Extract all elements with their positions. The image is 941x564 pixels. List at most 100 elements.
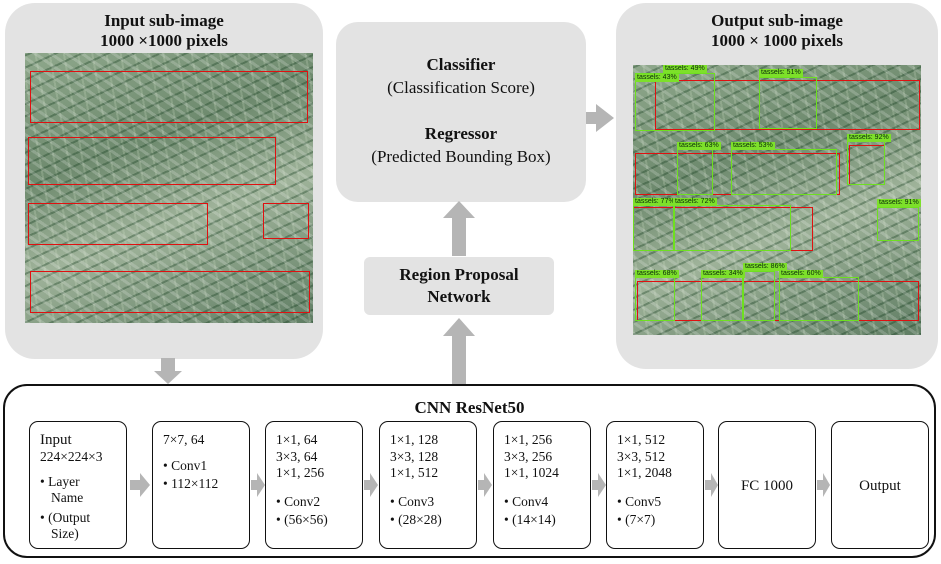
detection-label: tassels: 63%	[677, 142, 721, 150]
classifier-subtitle: (Classification Score)	[387, 78, 535, 97]
detection-box	[731, 149, 837, 195]
arrow-right-icon	[130, 473, 150, 497]
region-proposal-network-box: Region Proposal Network	[364, 257, 554, 315]
cnn-title: CNN ResNet50	[414, 398, 525, 417]
ground-truth-box	[28, 203, 208, 245]
conv2-kernel-2: 3×3, 64	[276, 448, 318, 464]
rpn-line1: Region Proposal	[399, 265, 519, 284]
legend-output-text: (Output	[48, 510, 91, 525]
conv5-kernel-2: 3×3, 512	[617, 448, 666, 464]
detection-label: tassels: 68%	[635, 270, 679, 278]
regressor-title: Regressor	[424, 124, 498, 143]
layer-conv5: 1×1, 512 3×3, 512 1×1, 2048 • Conv5 • (7…	[606, 421, 704, 549]
classifier-regressor-box: Classifier (Classification Score) Regres…	[336, 22, 586, 202]
arrow-right-icon	[364, 473, 378, 497]
bullet: •	[163, 476, 168, 491]
arrow-right-icon	[817, 473, 830, 497]
bullet: •	[276, 512, 281, 527]
conv5-size: (7×7)	[625, 512, 656, 527]
layer-output: Output	[831, 421, 929, 549]
rpn-line2: Network	[427, 287, 491, 306]
bullet: •	[40, 510, 45, 525]
legend-name-text: Name	[51, 490, 84, 505]
detection-label: tassels: 72%	[673, 198, 717, 206]
input-field-image	[25, 53, 313, 323]
conv2-size: (56×56)	[284, 512, 328, 527]
detection-box	[759, 77, 817, 129]
output-panel-title: Output sub-image 1000 × 1000 pixels	[616, 11, 938, 51]
bullet: •	[390, 494, 395, 509]
ground-truth-box	[30, 71, 308, 123]
conv3-size: (28×28)	[398, 512, 442, 527]
arrow-right-icon	[478, 473, 492, 497]
conv3-kernel-3: 1×1, 512	[390, 465, 439, 480]
fc-label: FC 1000	[740, 478, 794, 494]
detection-box	[877, 207, 919, 241]
input-title-line1: Input sub-image	[104, 11, 224, 30]
output-title-line1: Output sub-image	[711, 11, 843, 30]
conv4-size: (14×14)	[512, 512, 556, 527]
conv2-name: Conv2	[284, 494, 321, 509]
layer-conv2: 1×1, 64 3×3, 64 1×1, 256 • Conv2 • (56×5…	[265, 421, 363, 549]
conv5-kernel-1: 1×1, 512	[617, 432, 666, 447]
arrow-right-icon	[586, 104, 614, 132]
classifier-title: Classifier	[426, 55, 496, 74]
layer-conv3: 1×1, 128 3×3, 128 1×1, 512 • Conv3 • (28…	[379, 421, 477, 549]
bullet: •	[617, 494, 622, 509]
output-panel: Output sub-image 1000 × 1000 pixels tass…	[616, 3, 938, 369]
ground-truth-box	[637, 281, 919, 321]
conv2-kernel-1: 1×1, 64	[276, 432, 318, 447]
layer-conv4: 1×1, 256 3×3, 256 1×1, 1024 • Conv4 • (1…	[493, 421, 591, 549]
layer-input: Input 224×224×3 • Layer Name • (Output S…	[29, 421, 127, 549]
detection-label: tassels: 34%	[701, 270, 745, 278]
ground-truth-box	[263, 203, 309, 239]
bullet: •	[276, 494, 281, 509]
conv1-size: 112×112	[171, 476, 219, 491]
layer-input-size: 224×224×3	[40, 448, 103, 464]
layer-conv1: 7×7, 64 • Conv1 • 112×112	[152, 421, 250, 549]
regressor-subtitle: (Predicted Bounding Box)	[371, 147, 551, 166]
ground-truth-box	[655, 80, 920, 130]
detection-box	[673, 205, 791, 251]
ground-truth-box	[28, 137, 276, 185]
detection-label: tassels: 77%	[633, 198, 677, 206]
legend-size-text: Size)	[51, 526, 79, 541]
bullet: •	[504, 494, 509, 509]
detection-label: tassels: 92%	[847, 134, 891, 142]
conv1-kernel: 7×7, 64	[163, 432, 205, 447]
bullet: •	[504, 512, 509, 527]
detection-label: tassels: 53%	[731, 142, 775, 150]
conv3-kernel-1: 1×1, 128	[390, 432, 439, 447]
output-field-image: tassels: 49% tassels: 43% tassels: 51% t…	[633, 65, 921, 335]
bullet: •	[163, 458, 168, 473]
conv1-name: Conv1	[171, 458, 208, 473]
conv5-name: Conv5	[625, 494, 662, 509]
ground-truth-box	[30, 271, 310, 313]
arrow-right-icon	[251, 473, 265, 497]
arrow-right-icon	[705, 473, 718, 497]
conv4-kernel-2: 3×3, 256	[504, 448, 553, 464]
detection-label: tassels: 91%	[877, 199, 921, 207]
detection-box	[635, 73, 715, 131]
output-title-line2: 1000 × 1000 pixels	[711, 31, 843, 50]
detection-box	[743, 271, 775, 321]
bullet: •	[40, 474, 45, 489]
conv3-name: Conv3	[398, 494, 435, 509]
legend-layer-text: Layer	[48, 474, 80, 489]
conv2-kernel-3: 1×1, 256	[276, 465, 325, 480]
conv3-kernel-2: 3×3, 128	[390, 448, 439, 464]
detection-label: tassels: 49%	[663, 65, 707, 73]
arrow-right-icon	[592, 473, 606, 497]
detection-label: tassels: 60%	[779, 270, 823, 278]
input-title-line2: 1000 ×1000 pixels	[100, 31, 228, 50]
arrow-up-icon	[443, 201, 475, 256]
conv4-name: Conv4	[512, 494, 549, 509]
layer-fc1000: FC 1000	[718, 421, 816, 549]
arrow-up-icon	[443, 318, 475, 384]
conv5-kernel-3: 1×1, 2048	[617, 465, 672, 480]
input-panel: Input sub-image 1000 ×1000 pixels	[5, 3, 323, 359]
arrow-down-icon	[154, 358, 182, 384]
bullet: •	[390, 512, 395, 527]
conv4-kernel-1: 1×1, 256	[504, 432, 553, 447]
